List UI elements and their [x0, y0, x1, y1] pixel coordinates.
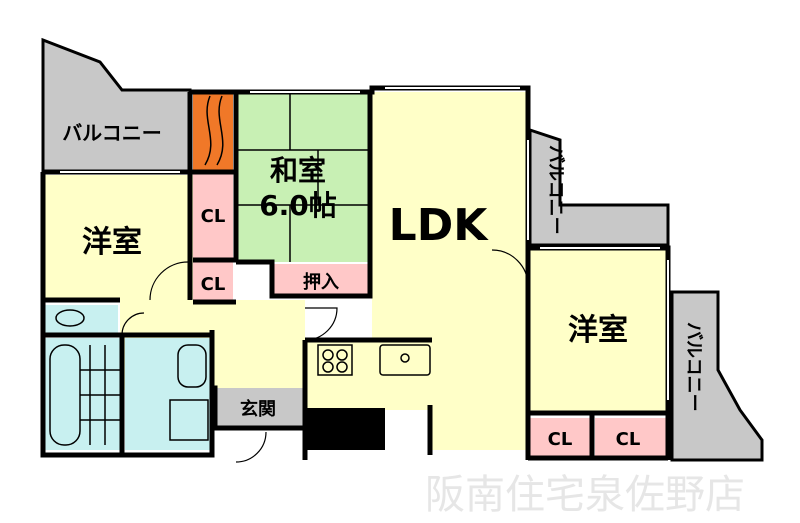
toilet-area: [43, 305, 118, 333]
closet-right-a-area: [530, 418, 590, 456]
bath-fixtures: [49, 309, 209, 446]
windows: [60, 87, 669, 400]
shoe-box-pattern: [204, 95, 224, 166]
genkan-label: 玄関: [240, 398, 276, 420]
hallway-lower: [212, 330, 305, 385]
kitchen-fixtures: [317, 344, 431, 376]
door-swings: [121, 249, 529, 463]
closet-lower-area: [193, 262, 233, 302]
tatami-lines: [236, 92, 371, 262]
closet-right-b-label: CL: [616, 429, 641, 450]
closet-right-a-label: CL: [548, 429, 573, 450]
shoe-box-upper: [193, 92, 233, 170]
balcony-right-bottom-label: バルコニー: [683, 322, 704, 412]
closet-lower-label: CL: [201, 274, 226, 295]
kitchen-black-block: [305, 408, 385, 450]
washitsu-size-label: 6.0帖: [259, 189, 337, 222]
closet-right-b-area: [595, 418, 667, 456]
genkan-area: [215, 388, 303, 428]
washroom-area: [125, 338, 212, 450]
balcony-top-left: [41, 37, 192, 174]
closet-upper-area: [193, 172, 233, 260]
balcony-right-bottom: [670, 290, 764, 462]
balcony-top-left-label: バルコニー: [62, 121, 162, 145]
oshiire-label: 押入: [303, 271, 339, 293]
ldk-room: [305, 92, 528, 450]
oshiire-area: [272, 264, 370, 296]
closet-upper-label: CL: [201, 206, 226, 227]
ldk-label: LDK: [389, 200, 490, 251]
youshitsu-right-room: [530, 248, 668, 413]
washitsu-label: 和室: [270, 154, 326, 187]
youshitsu-left-room: [43, 175, 193, 300]
balcony-right-top-label: バルコニー: [545, 145, 566, 235]
washitsu-room: [236, 92, 371, 262]
watermark: 阪南住宅泉佐野店: [425, 472, 745, 518]
youshitsu-right-label: 洋室: [568, 313, 628, 348]
youshitsu-left-label: 洋室: [82, 225, 142, 260]
